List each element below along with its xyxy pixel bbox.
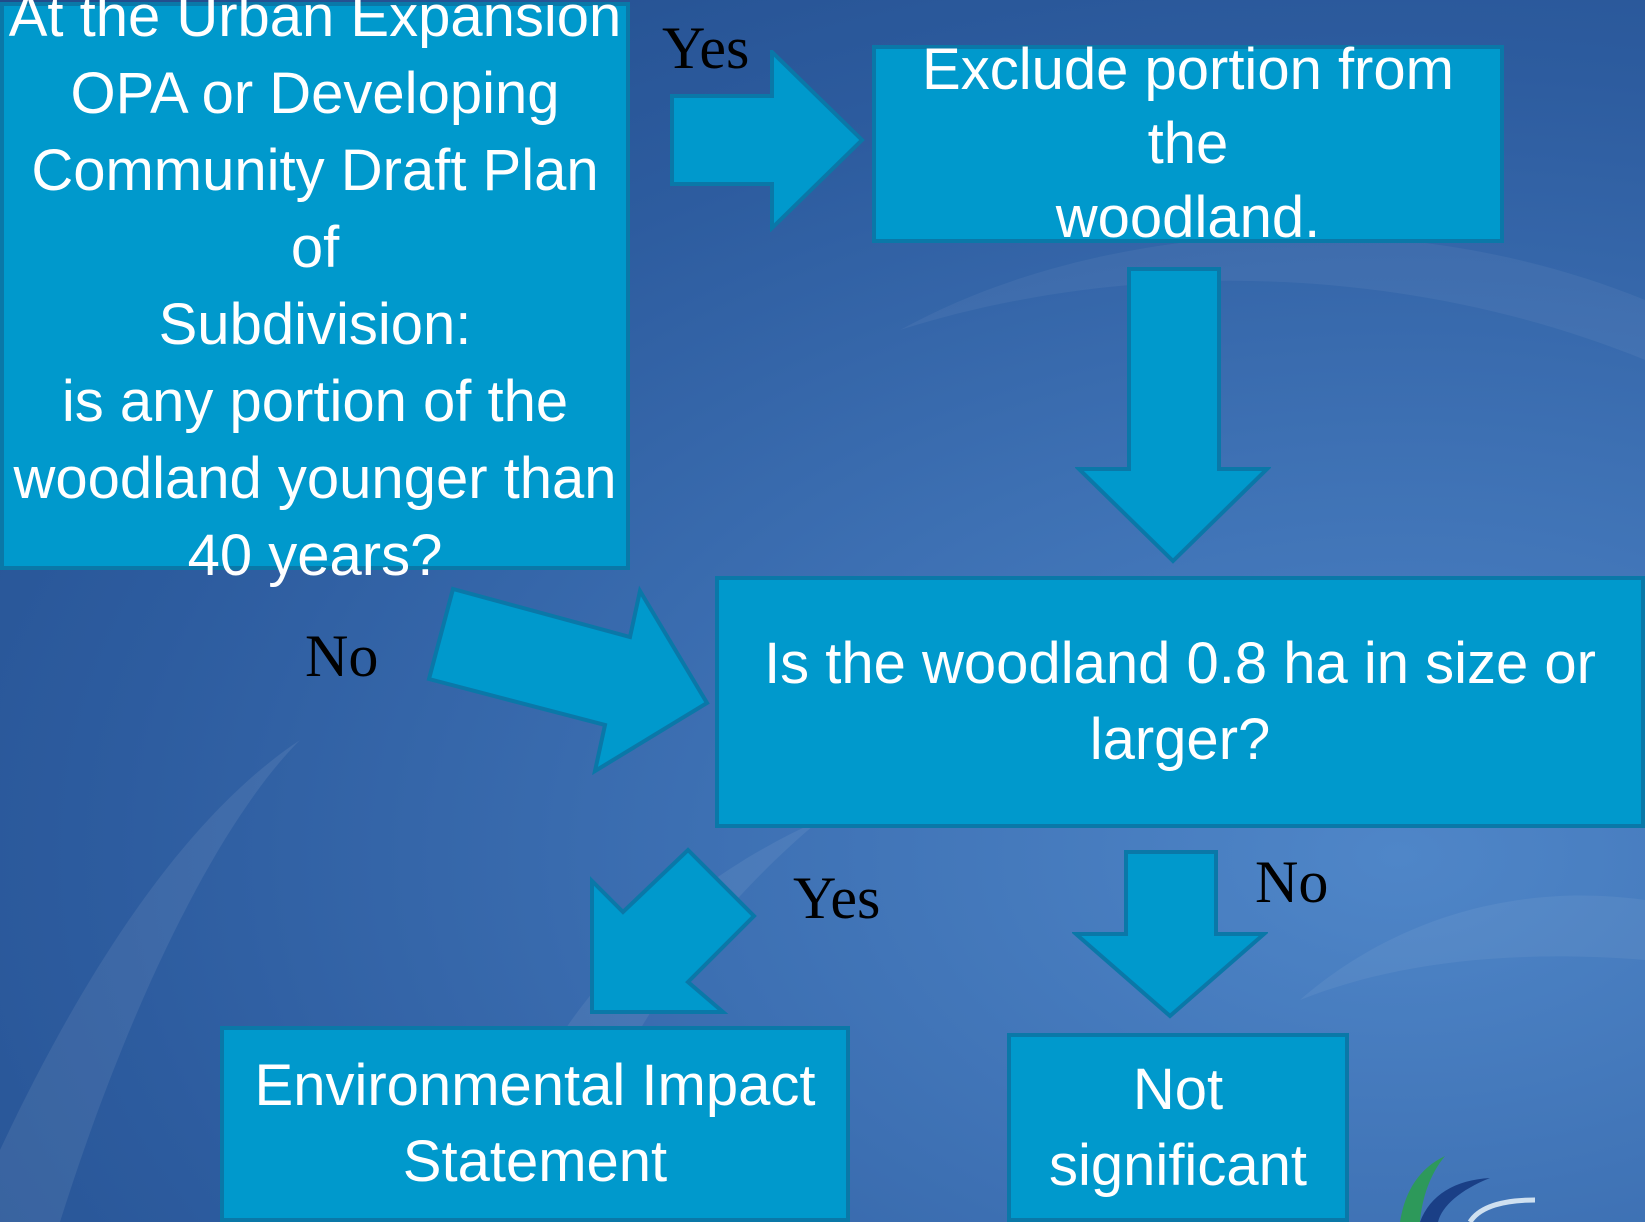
size-question-text: Is the woodland 0.8 ha in size or larger… bbox=[764, 631, 1596, 772]
label-no-right: No bbox=[1255, 849, 1329, 915]
arrow-down-left-yes bbox=[590, 847, 757, 1014]
arrow-down-no bbox=[1072, 850, 1268, 1019]
eis-box: Environmental Impact Statement bbox=[220, 1026, 850, 1222]
start-question-box: At the Urban Expansion OPA or Developing… bbox=[0, 0, 630, 588]
start-question-text: At the Urban Expansion OPA or Developing… bbox=[8, 0, 622, 588]
arrow-diagonal-no bbox=[426, 585, 710, 775]
arrow-down-exclude bbox=[1075, 267, 1271, 564]
logo-icon bbox=[1400, 1156, 1536, 1222]
exclude-box: Exclude portion from the woodland. bbox=[872, 37, 1504, 250]
not-significant-text: Not significant bbox=[1049, 1056, 1307, 1198]
exclude-text: Exclude portion from the woodland. bbox=[922, 37, 1454, 250]
arrow-right-yes bbox=[670, 50, 865, 232]
label-yes-top: Yes bbox=[662, 15, 750, 81]
label-yes-bottom: Yes bbox=[793, 865, 881, 931]
eis-text: Environmental Impact Statement bbox=[254, 1053, 816, 1194]
not-significant-box: Not significant bbox=[1007, 1033, 1349, 1222]
label-no-left: No bbox=[305, 623, 379, 689]
size-question-box: Is the woodland 0.8 ha in size or larger… bbox=[715, 576, 1645, 828]
